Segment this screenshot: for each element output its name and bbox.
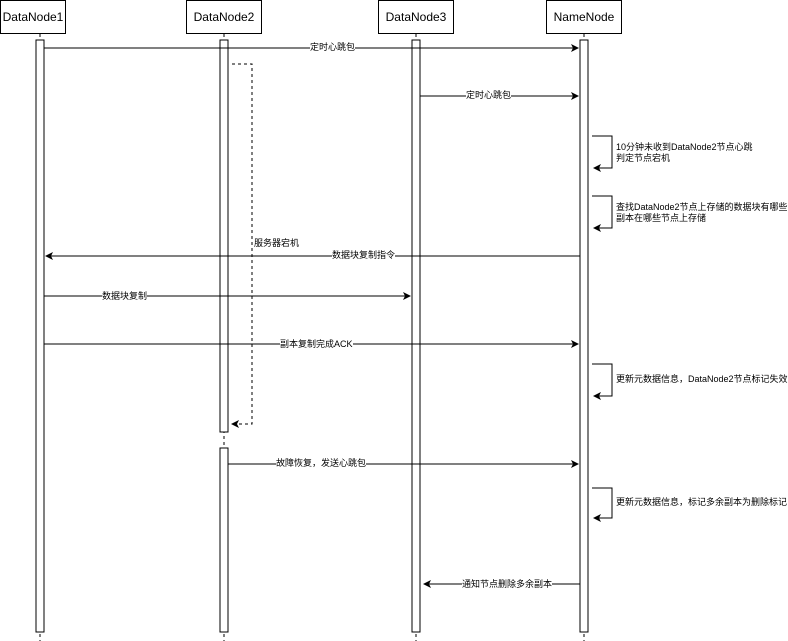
label-self2-line2: 副本在哪些节点上存储 (616, 213, 707, 223)
label-m4: 数据块复制 (102, 291, 148, 302)
activation-datanode2-b (219, 447, 229, 633)
arrow-self2 (592, 195, 613, 232)
participant-namenode[interactable]: NameNode (546, 0, 622, 34)
arrow-crash (231, 63, 253, 428)
arrow-self3 (592, 363, 613, 400)
participant-datanode2[interactable]: DataNode2 (186, 0, 262, 34)
label-m7: 通知节点删除多余副本 (462, 579, 553, 590)
label-self3: 更新元数据信息，DataNode2节点标记失效 (616, 374, 788, 384)
label-self1-line2: 判定节点宕机 (616, 153, 671, 163)
arrow-self1 (592, 135, 613, 172)
activation-datanode2-a (219, 39, 229, 433)
label-m1: 定时心跳包 (310, 42, 356, 53)
label-m5: 副本复制完成ACK (280, 339, 353, 350)
arrow-self4 (592, 487, 613, 522)
participant-datanode3[interactable]: DataNode3 (378, 0, 454, 34)
participant-datanode1[interactable]: DataNode1 (0, 0, 66, 34)
activation-namenode (579, 39, 589, 633)
activation-datanode3 (411, 39, 421, 633)
label-self4: 更新元数据信息，标记多余副本为删除标记 (616, 497, 788, 507)
label-m2: 定时心跳包 (466, 90, 512, 101)
label-self1-line1: 10分钟未收到DataNode2节点心跳 (616, 142, 753, 152)
label-crash: 服务器宕机 (254, 238, 300, 248)
label-m3: 数据块复制指令 (332, 250, 396, 261)
activation-datanode1 (35, 39, 45, 633)
label-m6: 故障恢复，发送心跳包 (276, 458, 367, 469)
label-self2-line1: 查找DataNode2节点上存储的数据块有哪些 (616, 202, 788, 212)
